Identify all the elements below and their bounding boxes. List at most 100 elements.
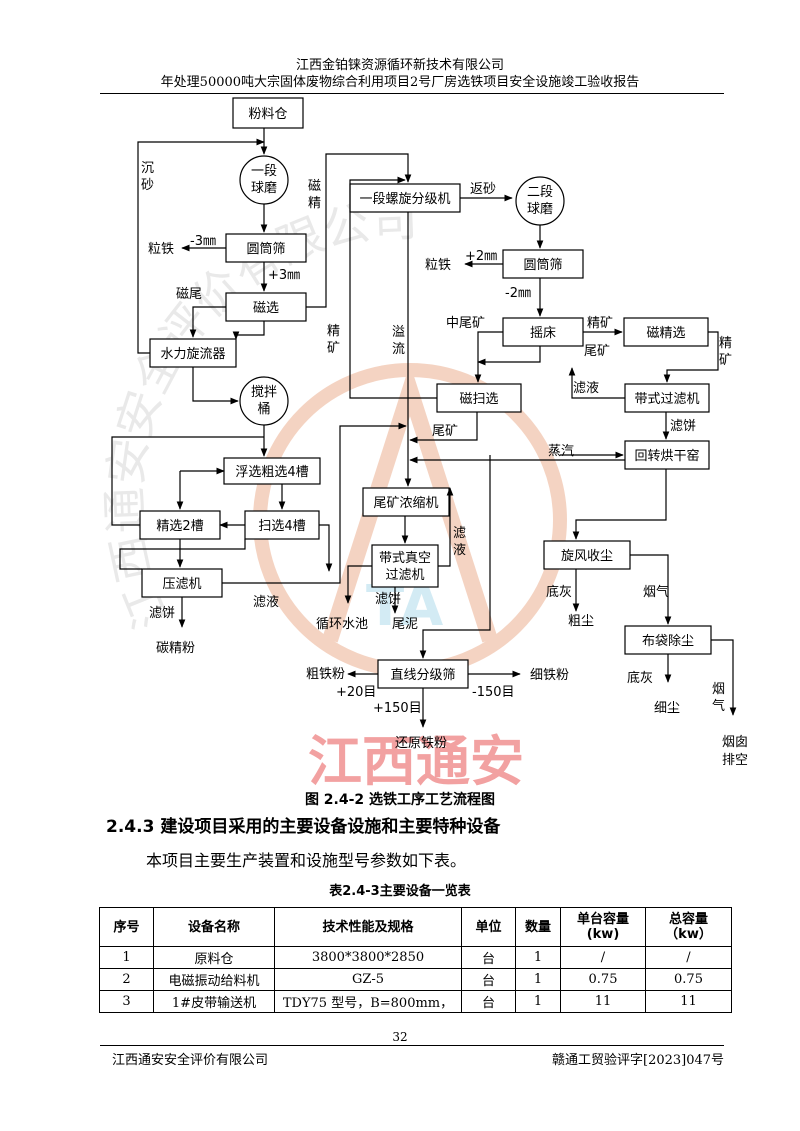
box-huizhuan-yao bbox=[624, 440, 710, 470]
label-ciwei: 磁尾 bbox=[176, 287, 202, 302]
box-fenliaocang bbox=[232, 97, 304, 129]
cell-unit: 台 bbox=[461, 990, 516, 1013]
cell-total-cap: / bbox=[645, 946, 732, 969]
label-plus150: +150目 bbox=[373, 701, 422, 716]
label-jingkuang-1: 精 bbox=[327, 324, 340, 339]
node-jingxuan: 精选2槽 bbox=[156, 519, 203, 534]
footer-company: 江西通安安全评价有限公司 bbox=[112, 1053, 269, 1068]
label-minus150: -150目 bbox=[472, 685, 515, 700]
label-xitiefen: 细铁粉 bbox=[530, 668, 569, 683]
label-lvbing-2: 滤饼 bbox=[149, 606, 175, 621]
label-lvye-2: 滤液 bbox=[253, 595, 279, 610]
node-yuantongshai-2: 圆筒筛 bbox=[523, 257, 562, 273]
header-rule bbox=[100, 93, 724, 94]
label-yanqi-v1: 烟 bbox=[712, 682, 725, 697]
label-lvbing-3: 滤饼 bbox=[375, 592, 401, 607]
node-yiduan-qiumo-2: 球磨 bbox=[251, 181, 277, 196]
node-yiduan-qiumo-1: 一段 bbox=[251, 164, 277, 179]
col-header-unit: 单位 bbox=[461, 907, 516, 947]
equipment-table: 序号 设备名称 技术性能及规格 单位 数量 单台容量(kw) 总容量（kw） 1… bbox=[99, 907, 732, 1013]
cell-no: 2 bbox=[99, 968, 154, 991]
col-header-total-cap-unit: （kw） bbox=[665, 927, 712, 942]
flow-labels: 沉 砂 磁 精 粒铁 -3㎜ +3㎜ 磁尾 精 矿 溢 流 返砂 粒铁 +2㎜ … bbox=[141, 161, 748, 768]
table-row: 1 原料仓 3800*3800*2850 台 1 / / bbox=[99, 946, 732, 969]
col-header-qty: 数量 bbox=[515, 907, 561, 947]
box-weikuang-nongsuo bbox=[362, 487, 450, 517]
label-tanjingfen: 碳精粉 bbox=[156, 641, 195, 656]
table-row: 3 1#皮带输送机 TDY75 型号，B=800mm， 台 1 11 11 bbox=[99, 990, 732, 1013]
label-yanqi-v2: 气 bbox=[712, 698, 725, 714]
label-lvbing-1: 滤饼 bbox=[670, 419, 696, 434]
figure-caption: 图 2.4-2 选铁工序工艺流程图 bbox=[304, 792, 496, 808]
label-litie-2: 粒铁 bbox=[425, 258, 451, 273]
box-luoxuan bbox=[349, 183, 461, 213]
cell-single-cap: / bbox=[560, 946, 646, 969]
watermark-peak bbox=[322, 363, 498, 643]
watermark-name: 江西通安 bbox=[308, 730, 524, 790]
label-xunhuanshuichi: 循环水池 bbox=[316, 617, 368, 632]
col-header-total-cap-text: 总容量 bbox=[668, 912, 708, 927]
box-fuxuan-cu bbox=[223, 457, 321, 485]
table-caption: 表2.4-3主要设备一览表 bbox=[329, 884, 471, 899]
label-jingkuang-2: 矿 bbox=[327, 341, 340, 356]
label-weikuang-h: 尾矿 bbox=[584, 344, 610, 359]
label-minus3: -3㎜ bbox=[190, 234, 216, 249]
node-saoxuan: 扫选4槽 bbox=[258, 519, 305, 534]
cell-no: 3 bbox=[99, 990, 154, 1013]
cell-qty: 1 bbox=[515, 968, 561, 991]
node-daishi-zhenkong-2: 过滤机 bbox=[385, 568, 424, 583]
box-yuantongshai-2 bbox=[502, 249, 584, 279]
cell-qty: 1 bbox=[515, 990, 561, 1013]
col-header-spec: 技术性能及规格 bbox=[274, 907, 462, 947]
col-header-single-cap-text: 单台容量 bbox=[576, 912, 629, 927]
node-erduan-qiumo-1: 二段 bbox=[527, 185, 553, 200]
node-erduan-qiumo-2: 球磨 bbox=[527, 202, 553, 217]
node-jiaobantong-1: 搅拌 bbox=[251, 384, 277, 400]
label-plus2: +2㎜ bbox=[465, 249, 497, 264]
node-xuanfeng: 旋风收尘 bbox=[561, 549, 613, 564]
node-zhixian-shai: 直线分级筛 bbox=[390, 668, 455, 683]
node-huizhuan-yao: 回转烘干窑 bbox=[634, 448, 699, 464]
label-jingkuang-r1: 精 bbox=[719, 336, 732, 351]
col-header-single-cap: 单台容量(kw) bbox=[560, 907, 646, 947]
label-zhengqi: 蒸汽 bbox=[548, 444, 574, 459]
boxes bbox=[139, 97, 712, 689]
col-header-name: 设备名称 bbox=[153, 907, 275, 947]
label-lvye-v2: 液 bbox=[453, 543, 466, 558]
label-chensha-2: 砂 bbox=[141, 178, 154, 193]
node-luoxuan: 一段螺旋分级机 bbox=[359, 192, 450, 207]
label-lvye-v1: 滤 bbox=[453, 526, 466, 541]
box-yaochuang bbox=[502, 317, 584, 347]
label-huanyuantiefen: 还原铁粉 bbox=[395, 736, 447, 751]
box-daishi-zhenkong bbox=[371, 544, 439, 588]
node-fenliaocang: 粉料仓 bbox=[248, 107, 287, 122]
label-weikuang-2: 尾矿 bbox=[432, 424, 458, 439]
header-company: 江西金铂铼资源循环新技术有限公司 bbox=[295, 58, 504, 73]
label-cijing-2: 精 bbox=[308, 196, 321, 211]
node-yalvji: 压滤机 bbox=[162, 577, 201, 592]
footer-rule bbox=[100, 1045, 724, 1046]
node-weikuang-nongsuo: 尾矿浓缩机 bbox=[373, 495, 438, 511]
node-daishi-lvji: 带式过滤机 bbox=[634, 392, 699, 407]
node-jiaobantong-2: 桶 bbox=[257, 402, 270, 417]
cell-no: 1 bbox=[99, 946, 154, 969]
cell-unit: 台 bbox=[461, 946, 516, 969]
cell-single-cap: 0.75 bbox=[560, 968, 646, 991]
node-cixuan: 磁选 bbox=[253, 301, 279, 316]
cell-qty: 1 bbox=[515, 946, 561, 969]
node-daishi-zhenkong-1: 带式真空 bbox=[379, 551, 431, 566]
label-yancong-1: 烟囱 bbox=[722, 735, 748, 750]
section-heading: 2.4.3 建设项目采用的主要设备设施和主要特种设备 bbox=[106, 812, 500, 837]
section-number: 2.4.3 bbox=[106, 817, 155, 837]
label-minus2: -2㎜ bbox=[505, 286, 531, 301]
cell-name: 1#皮带输送机 bbox=[153, 990, 275, 1013]
cell-name: 电磁振动给料机 bbox=[153, 968, 275, 991]
col-header-total-cap: 总容量（kw） bbox=[645, 907, 732, 947]
label-yancong-2: 排空 bbox=[722, 753, 748, 768]
label-cutiefen: 粗铁粉 bbox=[306, 667, 345, 682]
node-cisaoxuan: 磁扫选 bbox=[459, 392, 498, 407]
label-lvye-1: 滤液 bbox=[573, 381, 599, 396]
table-header-row: 序号 设备名称 技术性能及规格 单位 数量 单台容量(kw) 总容量（kw） bbox=[99, 907, 732, 947]
section-title: 建设项目采用的主要设备设施和主要特种设备 bbox=[160, 817, 501, 837]
label-yanqi-1: 烟气 bbox=[643, 584, 669, 600]
